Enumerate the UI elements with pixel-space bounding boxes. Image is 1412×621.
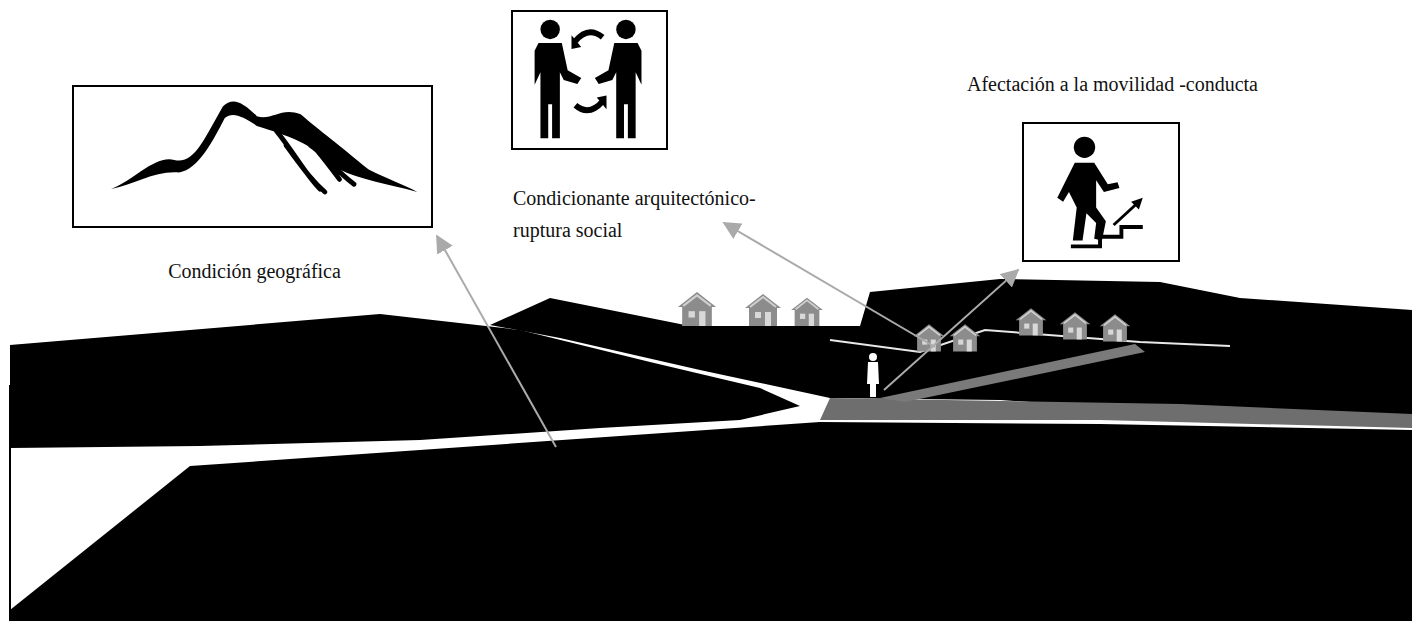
caption-label: Condicionante arquitectónico- ruptura so… — [513, 182, 760, 246]
icon-box: Condicionante arquitectónico- ruptura so… — [511, 10, 668, 150]
pictogram — [1024, 124, 1178, 260]
caption-label: Condición geográfica — [74, 255, 435, 287]
pictogram — [513, 12, 666, 148]
icon-box: Afectación a la movilidad -conducta — [1022, 122, 1180, 262]
pictogram — [74, 87, 431, 226]
icon-box: Condición geográfica — [72, 85, 433, 228]
caption-label: Afectación a la movilidad -conducta — [967, 68, 1258, 100]
